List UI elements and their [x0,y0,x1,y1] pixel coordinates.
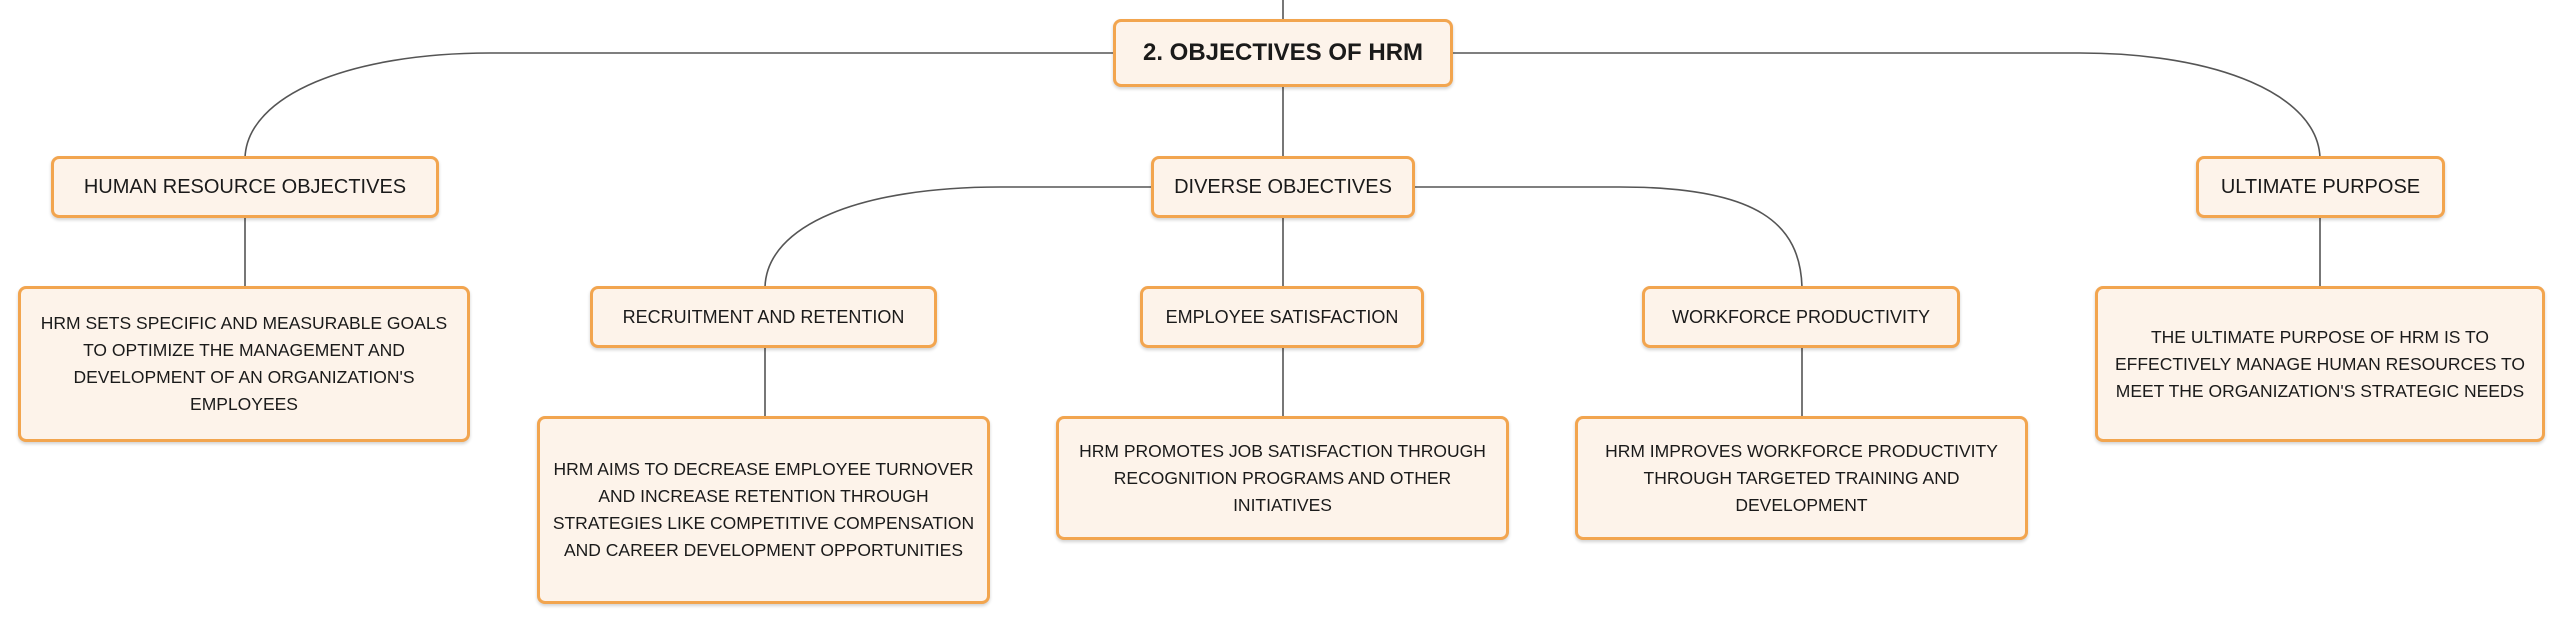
topic-diverse-objectives[interactable]: DIVERSE OBJECTIVES [1151,156,1415,218]
detail-recruitment-and-retention[interactable]: HRM AIMS TO DECREASE EMPLOYEE TURNOVER A… [537,416,990,604]
topic-employee-satisfaction[interactable]: EMPLOYEE SATISFACTION [1140,286,1424,348]
topic-label: HUMAN RESOURCE OBJECTIVES [83,175,407,198]
detail-text: HRM IMPROVES WORKFORCE PRODUCTIVITY THRO… [1605,440,1998,515]
detail-human-resource-objectives[interactable]: HRM SETS SPECIFIC AND MEASURABLE GOALS T… [18,286,470,442]
connector-diverse-to-productivity [1414,186,1803,288]
topic-label: ULTIMATE PURPOSE [2220,175,2421,198]
topic-label: RECRUITMENT AND RETENTION [622,306,905,327]
connector-root-to-ultimate-purpose [1452,52,2321,159]
topic-recruitment-and-retention[interactable]: RECRUITMENT AND RETENTION [590,286,937,348]
topic-label: WORKFORCE PRODUCTIVITY [1671,306,1930,327]
detail-text: HRM AIMS TO DECREASE EMPLOYEE TURNOVER A… [552,459,975,560]
detail-workforce-productivity[interactable]: HRM IMPROVES WORKFORCE PRODUCTIVITY THRO… [1575,416,2028,540]
topic-label: EMPLOYEE SATISFACTION [1165,306,1399,327]
detail-text: THE ULTIMATE PURPOSE OF HRM IS TO EFFECT… [2114,326,2526,401]
detail-ultimate-purpose[interactable]: THE ULTIMATE PURPOSE OF HRM IS TO EFFECT… [2095,286,2545,442]
connector-root-to-hr-objectives [244,52,1113,159]
topic-label: DIVERSE OBJECTIVES [1174,175,1392,198]
topic-human-resource-objectives[interactable]: HUMAN RESOURCE OBJECTIVES [51,156,439,218]
detail-text: HRM PROMOTES JOB SATISFACTION THROUGH RE… [1079,440,1486,515]
root-topic[interactable]: 2. OBJECTIVES OF HRM [1113,19,1453,87]
detail-employee-satisfaction[interactable]: HRM PROMOTES JOB SATISFACTION THROUGH RE… [1056,416,1509,540]
connector-diverse-to-recruitment [764,186,1151,288]
root-topic-label: 2. OBJECTIVES OF HRM [1142,39,1424,66]
topic-workforce-productivity[interactable]: WORKFORCE PRODUCTIVITY [1642,286,1960,348]
topic-ultimate-purpose[interactable]: ULTIMATE PURPOSE [2196,156,2445,218]
detail-text: HRM SETS SPECIFIC AND MEASURABLE GOALS T… [40,313,448,414]
